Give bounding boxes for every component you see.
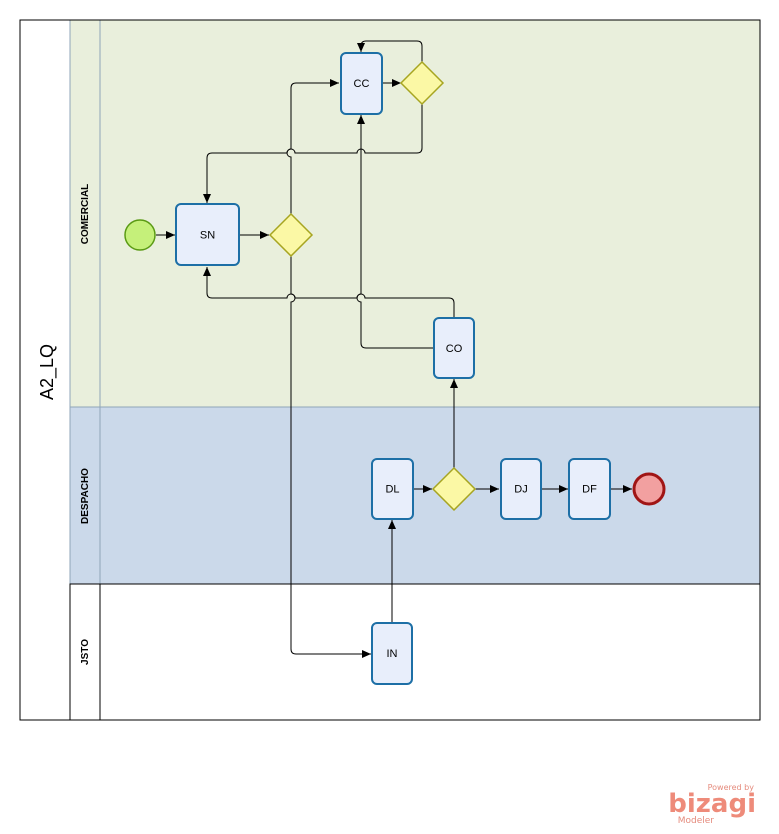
lane-despacho-label: DESPACHO [80, 468, 91, 524]
task-dj[interactable]: DJ [500, 458, 542, 520]
task-cc-label: CC [354, 78, 370, 90]
lane-jsto-label: JSTO [80, 639, 91, 665]
lane-comercial-header [69, 19, 101, 408]
task-dj-box[interactable] [500, 458, 542, 520]
flow-gateway2-to-cc-loop [357, 40, 423, 63]
flow-gateway1-to-cc [286, 79, 339, 215]
task-co[interactable]: CO [433, 317, 475, 379]
task-df-label: DF [582, 484, 597, 496]
end-event[interactable] [632, 472, 666, 506]
pool-title: A2_LQ [37, 344, 58, 400]
exclusive-gateway-2[interactable] [399, 60, 445, 106]
task-cc-box[interactable] [340, 52, 383, 115]
task-sn-box[interactable] [175, 203, 240, 266]
brand-product: Modeler [678, 816, 715, 826]
task-dl[interactable]: DL [371, 458, 414, 520]
task-df-box[interactable] [568, 458, 611, 520]
task-in-label: IN [387, 648, 398, 660]
brand-powered-by: Powered by [708, 783, 755, 792]
flow-gateway2-to-sn [203, 104, 423, 203]
pool-outline [19, 19, 761, 721]
task-dl-label: DL [385, 484, 399, 496]
exclusive-gateway-3[interactable] [431, 466, 477, 512]
exclusive-gateway-1[interactable] [268, 212, 314, 258]
task-dl-box[interactable] [371, 458, 414, 520]
task-sn[interactable]: SN [175, 203, 240, 266]
lane-despacho-header [69, 406, 101, 585]
task-dj-label: DJ [514, 484, 527, 496]
sequence-flows [156, 40, 632, 658]
brand-logo: bizagi [668, 789, 756, 819]
pool-header [19, 19, 71, 721]
task-sn-label: SN [200, 230, 215, 242]
task-cc[interactable]: CC [340, 52, 383, 115]
task-co-label: CO [446, 343, 463, 355]
start-event[interactable] [124, 219, 156, 251]
lane-jsto-header [69, 583, 101, 721]
task-in[interactable]: IN [371, 622, 413, 685]
lane-jsto-body [69, 583, 761, 721]
lane-jsto: JSTO [69, 583, 761, 721]
task-df[interactable]: DF [568, 458, 611, 520]
bizagi-watermark: Powered by bizagi Modeler [668, 783, 756, 826]
task-co-box[interactable] [433, 317, 475, 379]
flow-co-to-sn [203, 267, 455, 317]
lane-comercial-label: COMERCIAL [80, 184, 91, 245]
task-in-box[interactable] [371, 622, 413, 685]
